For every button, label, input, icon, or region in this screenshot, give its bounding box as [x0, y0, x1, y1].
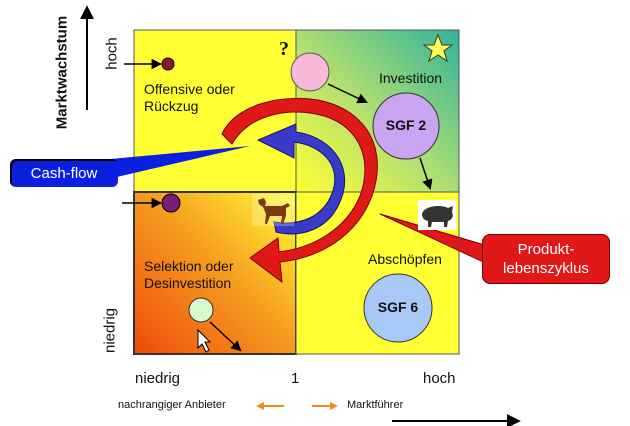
quadrant-bottom-left-line1: Selektion oder: [144, 258, 234, 274]
quadrant-top-left-label: Offensive oder Rückzug: [144, 81, 235, 115]
cursor-icon: [197, 328, 212, 353]
quadrant-top-left-line2: Rückzug: [144, 98, 199, 114]
mint-bubble: [188, 297, 214, 323]
star-icon: [422, 33, 454, 63]
cash-flow-label: Cash-flow: [30, 164, 98, 182]
sgf2-bubble-arrow: [419, 157, 433, 190]
sgf6-bubble: [363, 273, 433, 343]
orange-right-arrowhead: [330, 402, 338, 410]
sgf2-bubble: [372, 92, 440, 160]
dot-mid: [161, 193, 181, 213]
dot-top: [161, 57, 175, 71]
product-lifecycle-arrow: [221, 97, 378, 284]
quadrant-bottom-left-label: Selektion oder Desinvestition: [144, 258, 234, 292]
orange-left-arrowhead: [256, 402, 264, 410]
question-mark-icon: ?: [279, 38, 289, 60]
dog-icon: [252, 194, 294, 226]
mint-bubble-arrow: [209, 321, 242, 352]
cash-flow-arrow: [256, 123, 346, 235]
product-label-line2: lebenszyklus: [503, 260, 589, 277]
quadrant-top-left-line1: Offensive oder: [144, 81, 235, 97]
quadrant-bottom-left: [133, 191, 297, 355]
pink-bubble-arrow: [327, 83, 368, 104]
x-axis-high: hoch: [423, 370, 456, 387]
sgf2-label: SGF 2: [385, 117, 427, 133]
y-axis-high: hoch: [103, 37, 121, 70]
quadrant-bottom-left-line2: Desinvestition: [144, 275, 232, 291]
y-axis-title: Marktwachstum: [53, 15, 71, 130]
product-label-line1: Produkt-: [517, 241, 575, 258]
cash-flow-pointer: [100, 146, 250, 180]
x-axis-mid: 1: [291, 370, 300, 387]
x-axis-right-note: Marktführer: [347, 399, 404, 411]
pig-icon: [418, 200, 456, 230]
cash-flow-callout: Cash-flow: [10, 159, 118, 187]
x-axis-left-note: nachrangiger Anbieter: [118, 399, 226, 411]
sgf6-label: SGF 6: [377, 299, 419, 315]
quadrant-bottom-right-label: Abschöpfen: [368, 251, 442, 267]
pink-bubble: [290, 52, 330, 92]
x-axis-low: niedrig: [135, 370, 181, 387]
quadrant-top-right-label: Investition: [379, 70, 443, 86]
y-axis-low: niedrig: [101, 307, 119, 354]
product-lifecycle-callout: Produkt- lebenszyklus: [482, 234, 610, 284]
